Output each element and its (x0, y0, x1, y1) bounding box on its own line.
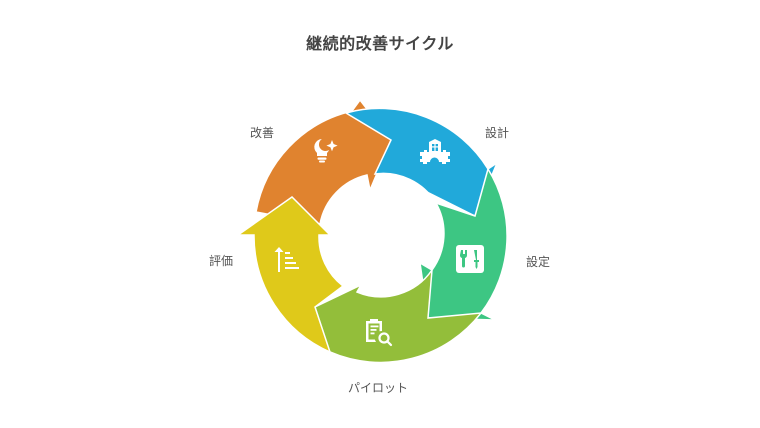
step-label-pilot: パイロット (348, 381, 409, 395)
arrow-segment-pilot (314, 267, 483, 370)
step-hyouka (235, 196, 345, 354)
step-label-hyouka: 評価 (209, 254, 234, 268)
lightbulb-sparkle-icon (314, 139, 338, 163)
step-label-sekkei: 設計 (485, 126, 510, 140)
arrow-segment-hyouka (235, 196, 345, 354)
building-gear-icon (420, 139, 450, 164)
sort-ascending-icon (274, 247, 299, 272)
diagram-title: 継続的改善サイクル (306, 34, 454, 53)
step-label-kaizen: 改善 (250, 126, 275, 140)
step-pilot (314, 267, 483, 370)
clipboard-search-icon (366, 319, 393, 347)
wrench-screwdriver-icon (456, 245, 484, 273)
step-label-settei: 設定 (526, 255, 551, 269)
